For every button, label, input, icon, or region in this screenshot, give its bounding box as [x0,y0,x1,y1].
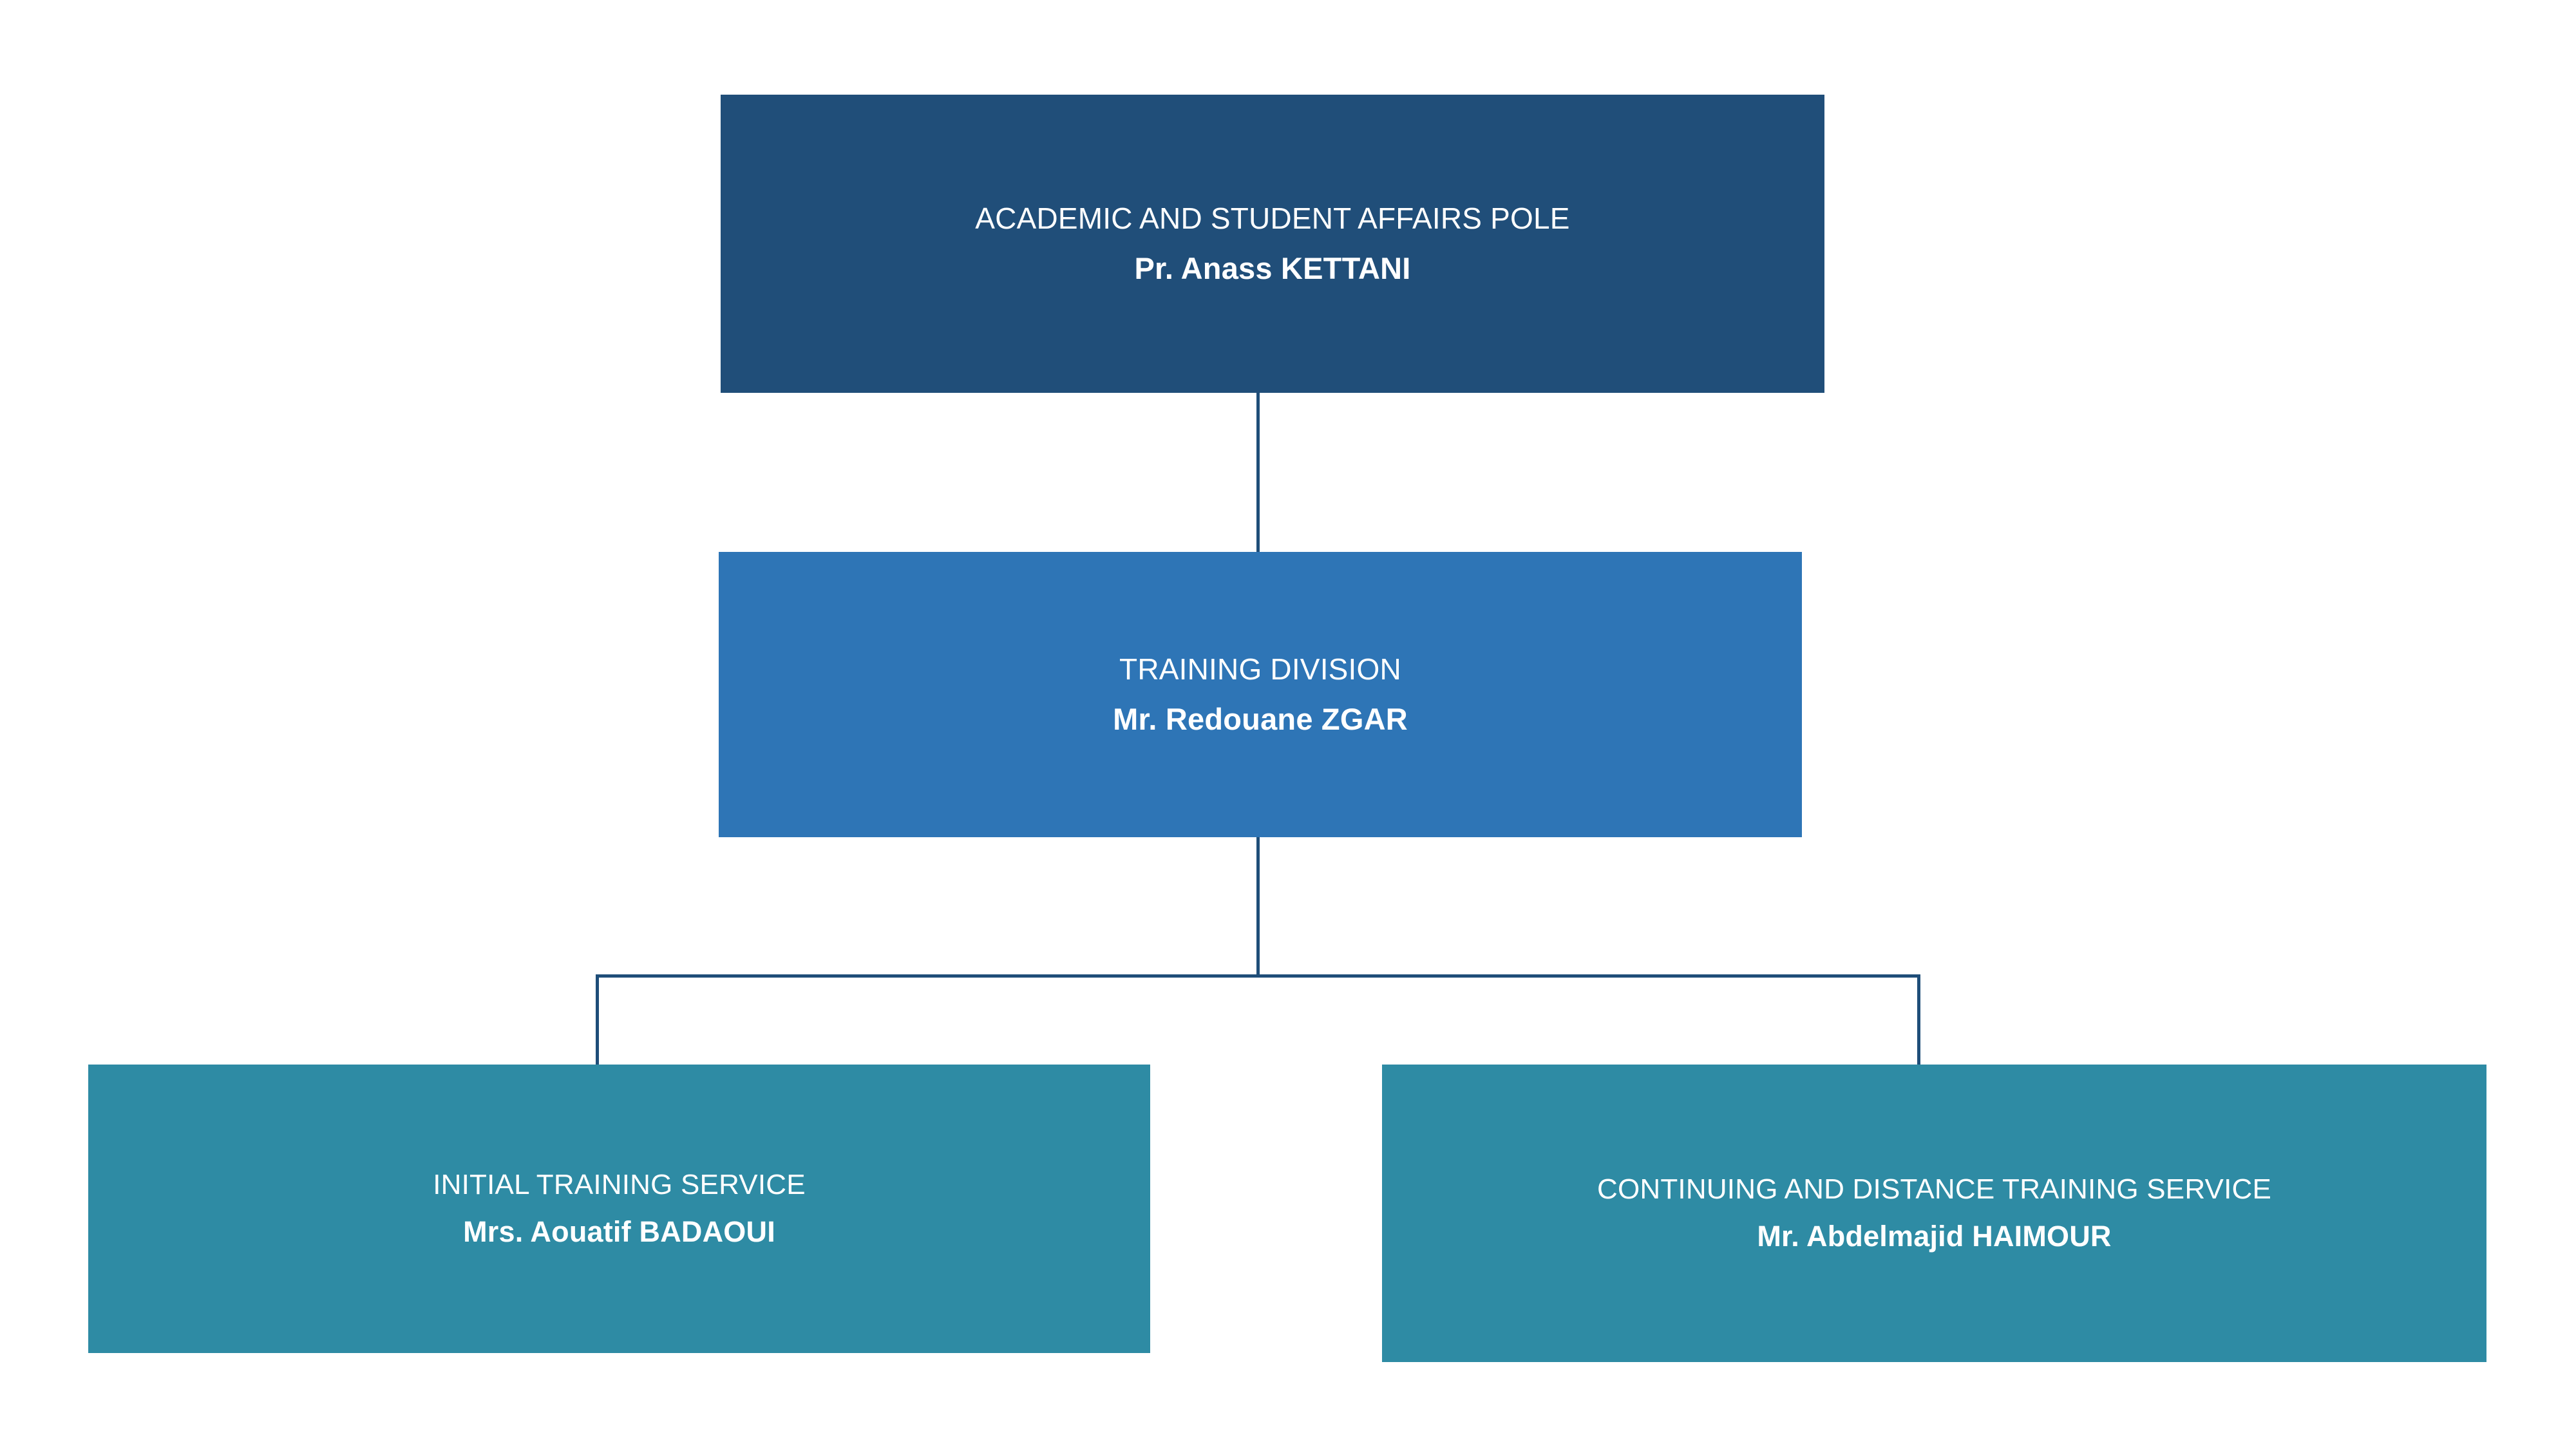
connector-horizontal-bus [596,974,1920,978]
org-node-person-name: Mrs. Aouatif BADAOUI [463,1215,775,1249]
org-node-person-name: Mr. Abdelmajid HAIMOUR [1757,1220,2112,1253]
connector-pole-to-division [1256,393,1260,554]
connector-division-stem [1256,837,1260,978]
connector-drop-to-continuing-training [1917,974,1920,1066]
org-node-person-name: Mr. Redouane ZGAR [1113,701,1408,736]
org-node-unit-name: INITIAL TRAINING SERVICE [433,1169,806,1201]
connector-drop-to-initial-training [596,974,599,1066]
org-node-unit-name: ACADEMIC AND STUDENT AFFAIRS POLE [975,202,1570,236]
org-node-person-name: Pr. Anass KETTANI [1134,251,1411,285]
org-node-training-division[interactable]: TRAINING DIVISION Mr. Redouane ZGAR [719,552,1802,837]
org-node-unit-name: CONTINUING AND DISTANCE TRAINING SERVICE [1596,1173,2272,1206]
org-node-continuing-and-distance-training-service[interactable]: CONTINUING AND DISTANCE TRAINING SERVICE… [1382,1065,2486,1362]
org-node-unit-name: TRAINING DIVISION [1119,652,1401,687]
org-node-initial-training-service[interactable]: INITIAL TRAINING SERVICE Mrs. Aouatif BA… [88,1065,1150,1353]
org-node-academic-and-student-affairs-pole[interactable]: ACADEMIC AND STUDENT AFFAIRS POLE Pr. An… [721,95,1824,393]
